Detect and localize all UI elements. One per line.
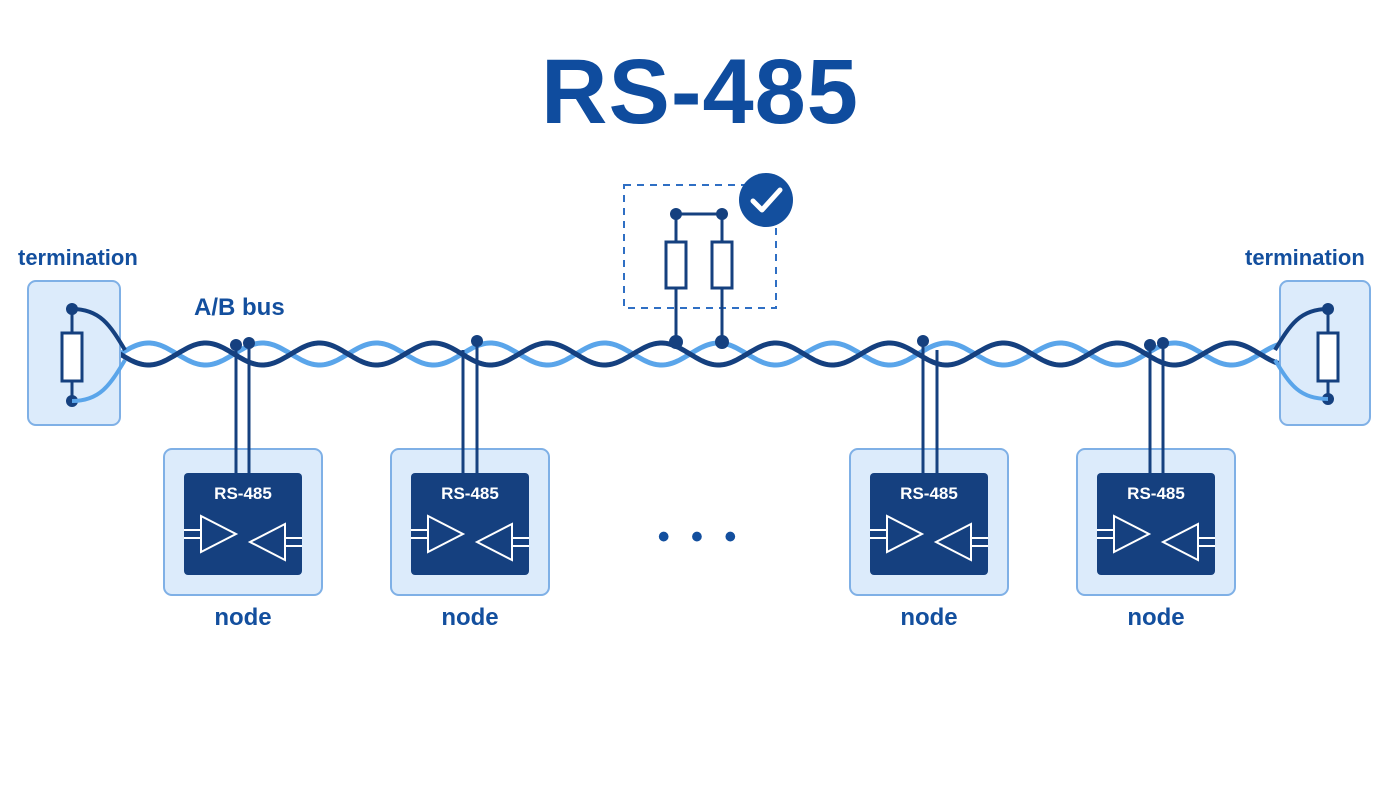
resistor-icon	[60, 331, 84, 383]
node-4: RS-485	[1076, 337, 1236, 596]
bus-wire-a	[117, 340, 1283, 368]
bus-label: A/B bus	[194, 294, 285, 321]
driver-triangle-icon	[1113, 514, 1152, 554]
node-2: RS-485	[390, 335, 550, 596]
chip-label: RS-485	[214, 484, 272, 503]
check-circle-icon	[739, 173, 793, 227]
node-caption: node	[214, 604, 272, 631]
node-caption: node	[1127, 604, 1185, 631]
chip-label: RS-485	[900, 484, 958, 503]
chip-label: RS-485	[1127, 484, 1185, 503]
receiver-triangle-icon	[1160, 522, 1199, 562]
driver-triangle-icon	[427, 514, 466, 554]
node-caption: node	[441, 604, 499, 631]
node-1: RS-485	[163, 337, 323, 596]
termination-left-label: termination	[18, 245, 138, 270]
receiver-triangle-icon	[247, 522, 286, 562]
receiver-triangle-icon	[933, 522, 972, 562]
receiver-triangle-icon	[474, 522, 513, 562]
node-3: RS-485	[849, 335, 1009, 596]
twisted-pair-bus	[117, 340, 1283, 368]
chip-label: RS-485	[441, 484, 499, 503]
driver-triangle-icon	[200, 514, 239, 554]
ellipsis: • • •	[658, 518, 743, 556]
resistor-icon	[664, 240, 688, 290]
driver-triangle-icon	[886, 514, 925, 554]
termination-right	[1273, 280, 1371, 426]
resistor-icon	[1316, 331, 1340, 383]
resistor-icon	[710, 240, 734, 290]
termination-left	[27, 280, 127, 426]
center-termination-option	[623, 173, 793, 349]
node-caption: node	[900, 604, 958, 631]
termination-right-label: termination	[1245, 245, 1365, 270]
page-title: RS-485	[541, 41, 859, 143]
